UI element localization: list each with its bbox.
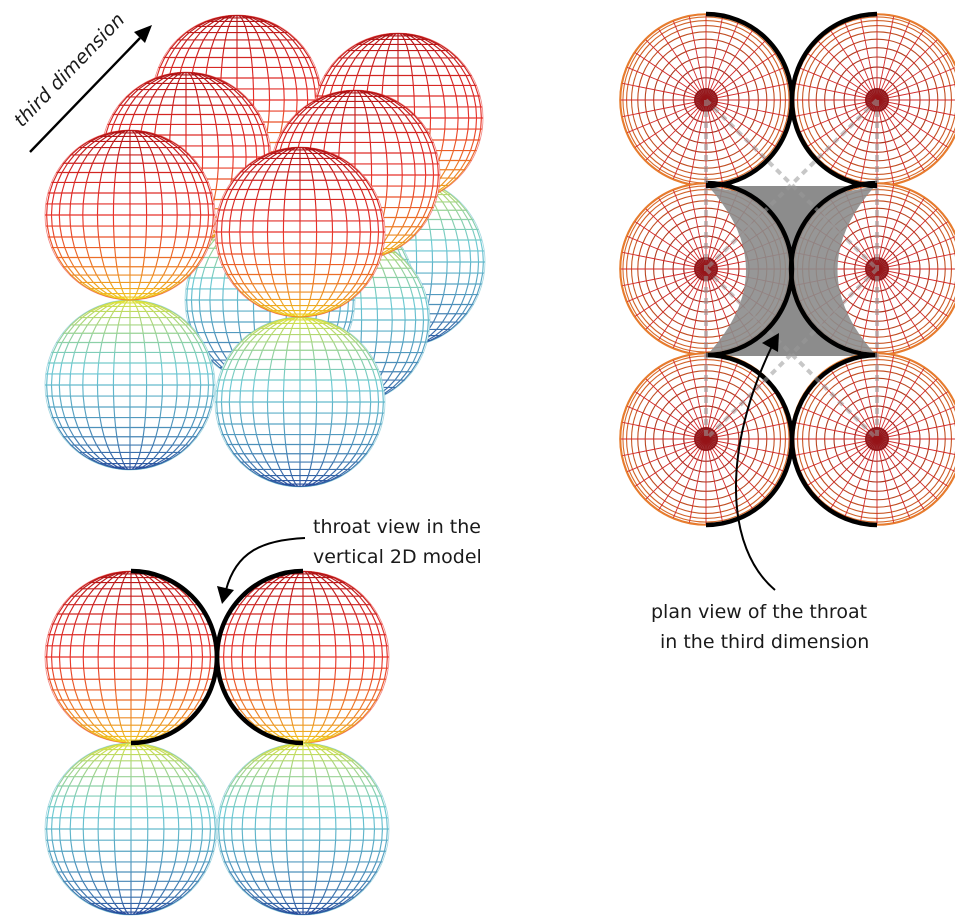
plan-view-arrow bbox=[734, 333, 779, 591]
plan-ghost-lines bbox=[704, 98, 879, 441]
wireframe-sphere-icon bbox=[44, 299, 216, 471]
third-dimension-label: third dimension bbox=[10, 9, 129, 132]
wireframe-sphere-icon bbox=[216, 570, 390, 744]
wireframe-sphere-icon bbox=[216, 742, 390, 916]
throat-outline-2d bbox=[130, 568, 304, 746]
wireframe-sphere-icon bbox=[214, 146, 386, 318]
wireframe-sphere-icon bbox=[44, 742, 218, 916]
plan-view-label-line2: in the third dimension bbox=[660, 631, 869, 653]
throat-vertical-arrow bbox=[217, 537, 306, 604]
wireframe-sphere-icon bbox=[214, 316, 386, 488]
third-dimension-arrow bbox=[29, 25, 152, 153]
wireframe-sphere-icon bbox=[790, 13, 955, 187]
throat-vertical-label-line2: vertical 2D model bbox=[313, 546, 482, 568]
vertical-2d-model bbox=[44, 570, 390, 916]
wireframe-sphere-icon bbox=[44, 570, 218, 744]
plan-view-label-line1: plan view of the throat bbox=[651, 601, 867, 623]
throat-vertical-label-line1: throat view in the bbox=[313, 516, 481, 538]
plan-view-grid bbox=[619, 11, 955, 528]
wireframe-sphere-icon bbox=[44, 129, 216, 301]
three-d-sphere-stack bbox=[44, 14, 486, 488]
